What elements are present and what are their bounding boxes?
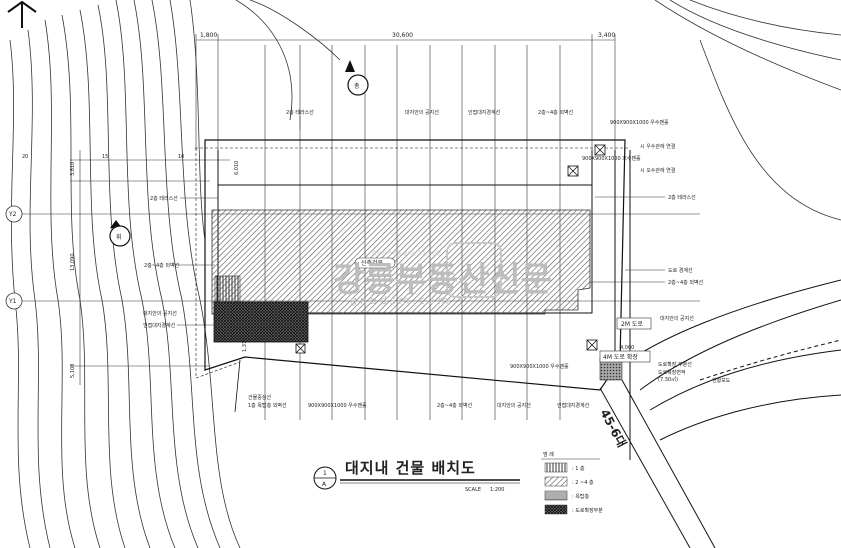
road-number: 45-6대	[597, 407, 629, 450]
road-2m-badge	[616, 317, 652, 330]
north-arrow-icon	[7, 0, 37, 28]
legend-swatch-2-4f	[544, 476, 568, 487]
dim-left: 1,800	[200, 32, 217, 39]
label-rain-tank-top: 900X900X1000 우수맨홀	[610, 119, 669, 126]
dim-road-width: 4,000	[620, 345, 634, 351]
road-lines	[599, 150, 841, 548]
label-road-expansion2: 도로확장면적	[658, 369, 686, 376]
orientation-marker-left: 휘	[109, 220, 131, 247]
drawing-title: 대지내 건물 배치도	[345, 459, 476, 477]
scale-value: 1:200	[490, 487, 504, 493]
label-bottom-center: 건물중심선	[248, 394, 271, 401]
site-boundary	[195, 139, 630, 413]
road-4m-label: 4M 도로 확장	[603, 353, 638, 361]
dim-v-top: 3,810	[70, 162, 76, 176]
manhole-icon	[295, 144, 606, 354]
watermark-frame	[446, 242, 502, 298]
legend-label-3: : 옥탑층	[572, 493, 589, 500]
top-dimension-line	[195, 34, 616, 150]
legend-label-2: : 2 ~4 층	[572, 479, 594, 486]
label-left-wall: 2층~4층 외벽선	[144, 262, 180, 269]
dim-v-small: 6,010	[234, 161, 240, 175]
scale-label: SCALE	[465, 487, 481, 493]
legend-heading: 범 례	[543, 451, 554, 458]
label-city-sewage: 시 오수관에 연결	[640, 167, 676, 174]
watermark-sub: gnbdsm.com	[350, 294, 451, 307]
label-left-site-public: 대지안의 공지선	[143, 310, 177, 317]
dim-v-tiny: 1,310	[242, 338, 248, 352]
svg-text:Y1: Y1	[8, 298, 17, 305]
label-bottom-adjacent: 인접대지경계선	[557, 402, 590, 409]
title-block: 1 A 대지내 건물 배치도 SCALE 1:200	[313, 459, 520, 493]
svg-text:총: 총	[354, 82, 360, 90]
label-top-adjacent: 인접대지경계선	[468, 109, 501, 116]
label-city-rain: 시 우수관에 연결	[640, 143, 676, 150]
new-building-label: 신축건물	[361, 259, 384, 267]
dim-v-mid: 13,090	[70, 254, 76, 272]
road-2m-label: 2M 도로	[621, 321, 643, 328]
label-sidewalk: 현황보도	[712, 377, 731, 384]
label-bottom-wall: 2층~4층 외벽선	[437, 402, 473, 409]
label-bottom-public: 대지안의 공지선	[497, 402, 531, 409]
contour-15: 15	[102, 154, 108, 160]
contour-20: 20	[22, 154, 28, 160]
legend: 범 례 : 1 층 : 2 ~4 층 : 옥탑층 : 도로확장부분	[541, 451, 603, 515]
legend-swatch-road	[544, 504, 568, 515]
label-left-adjacent: 인접대지경계선	[143, 322, 176, 329]
orientation-marker-top: 총	[345, 60, 369, 96]
svg-text:Y2: Y2	[8, 211, 17, 218]
label-bottom-1f: 1층 옥탑층 외벽선	[248, 402, 287, 409]
legend-swatch-rooftop	[544, 490, 568, 501]
grid-bubble-y2: Y2	[5, 205, 23, 223]
grid-bubble-y1: Y1	[5, 292, 23, 310]
label-road-expansion: 도로확장 부분선	[658, 361, 692, 368]
legend-label-4: : 도로확장부분	[572, 507, 603, 514]
label-left-terrace: 2층 테라스선	[150, 195, 178, 202]
label-sewage: 900X900X1000 오수맨홀	[582, 155, 641, 162]
legend-swatch-1f	[544, 462, 568, 473]
floor-1-area	[214, 275, 241, 307]
label-bottom-rain: 900X900X1000 우수맨홀	[308, 402, 367, 409]
label-right-terrace: 2층 테라스선	[668, 194, 696, 201]
watermark-main: 강릉부동산신문	[333, 260, 552, 300]
rooftop-area	[213, 301, 309, 343]
dim-middle: 30,600	[392, 32, 413, 39]
label-road-boundary: 도로 경계선	[668, 267, 693, 274]
watermark-top: 재산의 가치를 높이는 부동산신문	[372, 250, 442, 257]
dim-right: 3,400	[598, 32, 615, 39]
label-right-site-public: 대지안의 공지선	[660, 315, 694, 322]
label-road-area: (7.30㎡)	[658, 376, 678, 383]
new-building-badge	[354, 257, 396, 269]
contour-10: 10	[178, 154, 184, 160]
label-top-site-public: 대지안의 공지선	[405, 109, 439, 116]
svg-text:휘: 휘	[116, 233, 122, 241]
title-symbol-top: 1	[323, 470, 327, 477]
label-top-terrace: 2층 테라스선	[286, 109, 314, 116]
floors-2-4-area	[211, 209, 591, 315]
contour-lines	[9, 0, 841, 548]
label-top-wall: 2층~4층 외벽선	[538, 109, 574, 116]
dim-v-bot: 5,108	[70, 364, 76, 378]
legend-label-1: : 1 층	[572, 465, 585, 472]
title-symbol-bottom: A	[322, 481, 327, 488]
road-4m-badge	[599, 350, 651, 363]
label-rain-bottom: 900X900X1000 우수맨홀	[510, 363, 569, 370]
label-right-wall: 2층~4층 외벽선	[668, 279, 704, 286]
